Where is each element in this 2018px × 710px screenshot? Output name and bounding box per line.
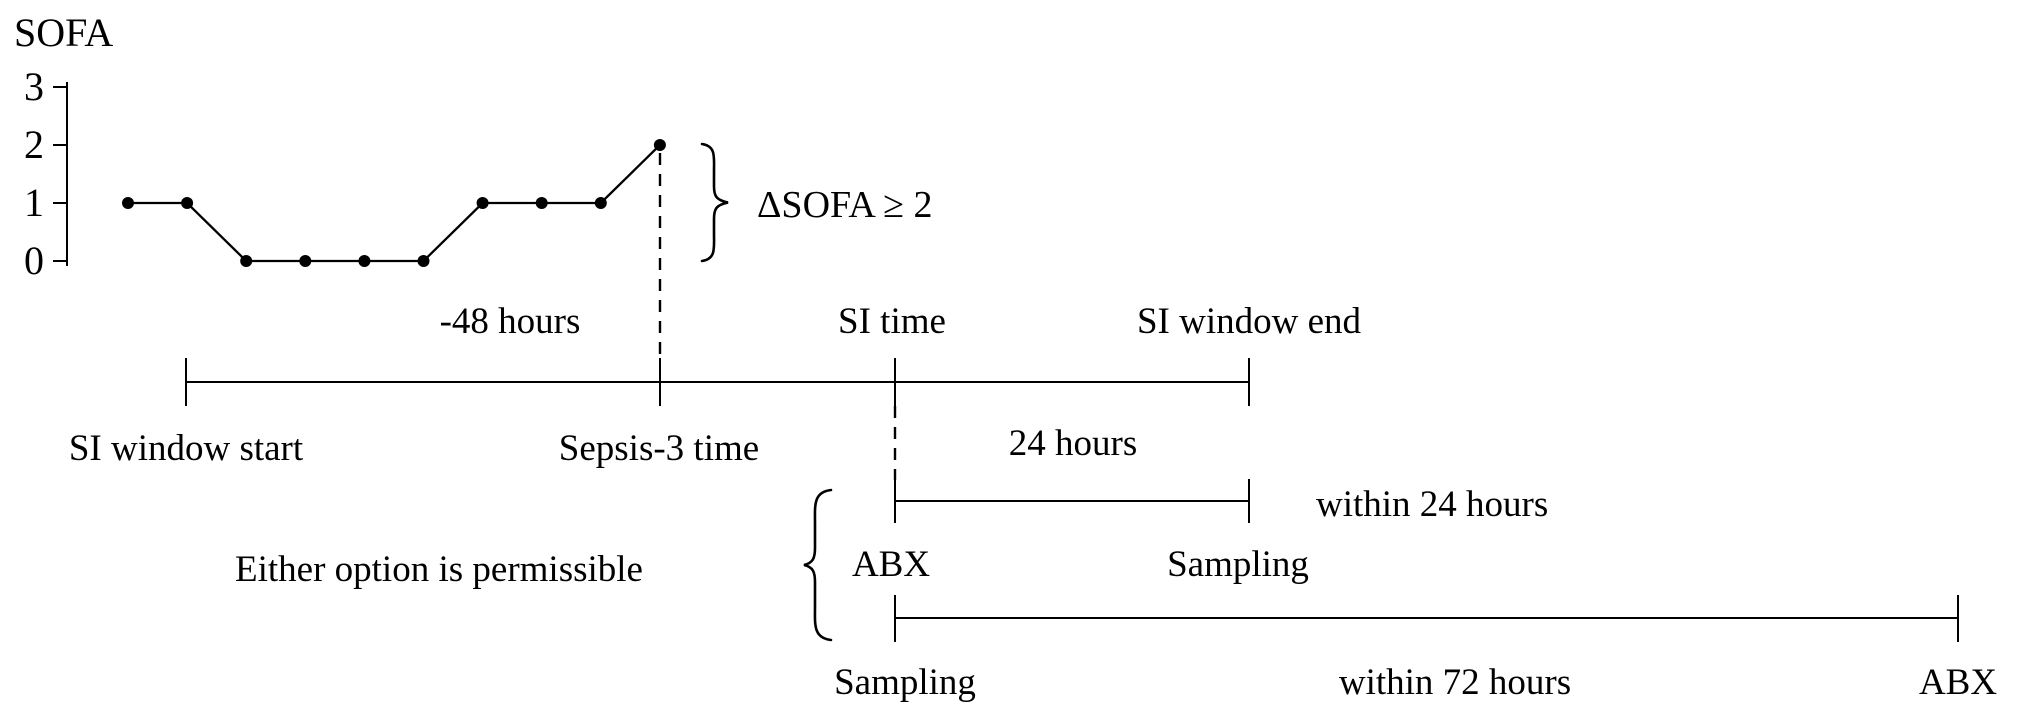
sofa-data-point [299, 255, 312, 267]
si-window-end-label: SI window end [1137, 301, 1362, 342]
sofa-data-point [240, 255, 253, 267]
option2-sampling-first: Sampling within 72 hours ABX [834, 595, 1997, 703]
sofa-data-point [653, 139, 666, 151]
sofa-data-point [358, 255, 371, 267]
sofa-axis-title: SOFA [14, 10, 113, 55]
options-brace-icon [803, 488, 833, 642]
sofa-ytick-label-1: 1 [24, 180, 44, 225]
sofa-series [122, 139, 666, 267]
sofa-ytick-label-2: 2 [24, 122, 44, 167]
either-option-note: Either option is permissible [235, 549, 643, 590]
sofa-data-point [594, 197, 607, 209]
sofa-ytick-label-0: 0 [24, 238, 44, 283]
sofa-chart: SOFA 3 2 1 0 ΔSOFA ≥ 2 [14, 10, 933, 356]
sofa-data-point [417, 255, 430, 267]
si-timeline: -48 hours SI time SI window end SI windo… [69, 301, 1362, 480]
si-time-label: SI time [838, 301, 946, 342]
option1-abx-label: ABX [852, 544, 930, 585]
option2-duration-label: within 72 hours [1339, 662, 1571, 703]
options-note-group: Either option is permissible [235, 488, 833, 642]
option1-abx-first: ABX Sampling within 24 hours [852, 479, 1548, 585]
delta-sofa-brace-icon [700, 142, 729, 263]
delta-sofa-label: ΔSOFA ≥ 2 [757, 184, 933, 226]
sofa-data-point [476, 197, 489, 209]
option2-abx-label: ABX [1919, 662, 1997, 703]
option2-sampling-label: Sampling [834, 662, 976, 703]
sofa-data-point [122, 197, 134, 209]
sofa-ytick-label-3: 3 [24, 64, 44, 109]
option1-duration-label: within 24 hours [1316, 484, 1548, 525]
si-window-start-label: SI window start [69, 428, 304, 469]
option1-sampling-label: Sampling [1167, 544, 1309, 585]
sofa-line [128, 144, 661, 263]
sofa-data-point [181, 197, 194, 209]
24-hours-label: 24 hours [1009, 423, 1137, 464]
minus-48-hours-label: -48 hours [440, 301, 581, 342]
sofa-data-point [535, 197, 548, 209]
sepsis3-time-label: Sepsis-3 time [559, 428, 759, 469]
